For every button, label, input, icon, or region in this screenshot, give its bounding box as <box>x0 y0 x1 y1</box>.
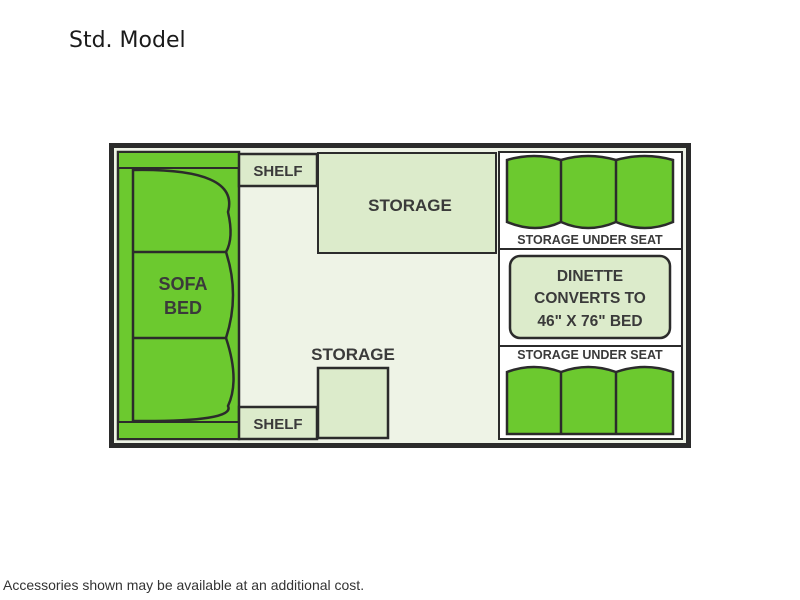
disclaimer-text: Accessories shown may be available at an… <box>3 577 365 593</box>
storage-bottom: STORAGE <box>311 345 395 440</box>
storage-under-seat-top-label: STORAGE UNDER SEAT <box>517 233 663 247</box>
sofa-label-line2: BED <box>164 298 202 318</box>
dinette-table: DINETTE CONVERTS TO 46" X 76" BED <box>508 254 672 340</box>
dinette-label-line3: 46" X 76" BED <box>537 313 642 330</box>
dinette-seat-bottom: STORAGE UNDER SEAT <box>499 345 682 436</box>
dinette-label-line1: DINETTE <box>557 268 623 285</box>
sofa-bed: SOFA BED <box>116 150 241 441</box>
shelf-bottom-label: SHELF <box>253 416 302 433</box>
storage-under-seat-bottom-label: STORAGE UNDER SEAT <box>517 348 663 362</box>
shelf-top: SHELF <box>237 152 319 188</box>
page-title: Std. Model <box>69 28 186 53</box>
storage-bottom-label: STORAGE <box>311 345 395 364</box>
dinette-label-line2: CONVERTS TO <box>534 290 646 307</box>
dinette-seat-top: STORAGE UNDER SEAT <box>499 154 682 250</box>
dinette-area: STORAGE UNDER SEAT DINETTE CONVERTS TO 4… <box>498 151 683 440</box>
sofa-label-line1: SOFA <box>158 274 207 294</box>
storage-top: STORAGE <box>317 152 497 254</box>
storage-top-label: STORAGE <box>368 196 452 215</box>
shelf-top-label: SHELF <box>253 163 302 180</box>
shelf-bottom: SHELF <box>237 405 319 441</box>
